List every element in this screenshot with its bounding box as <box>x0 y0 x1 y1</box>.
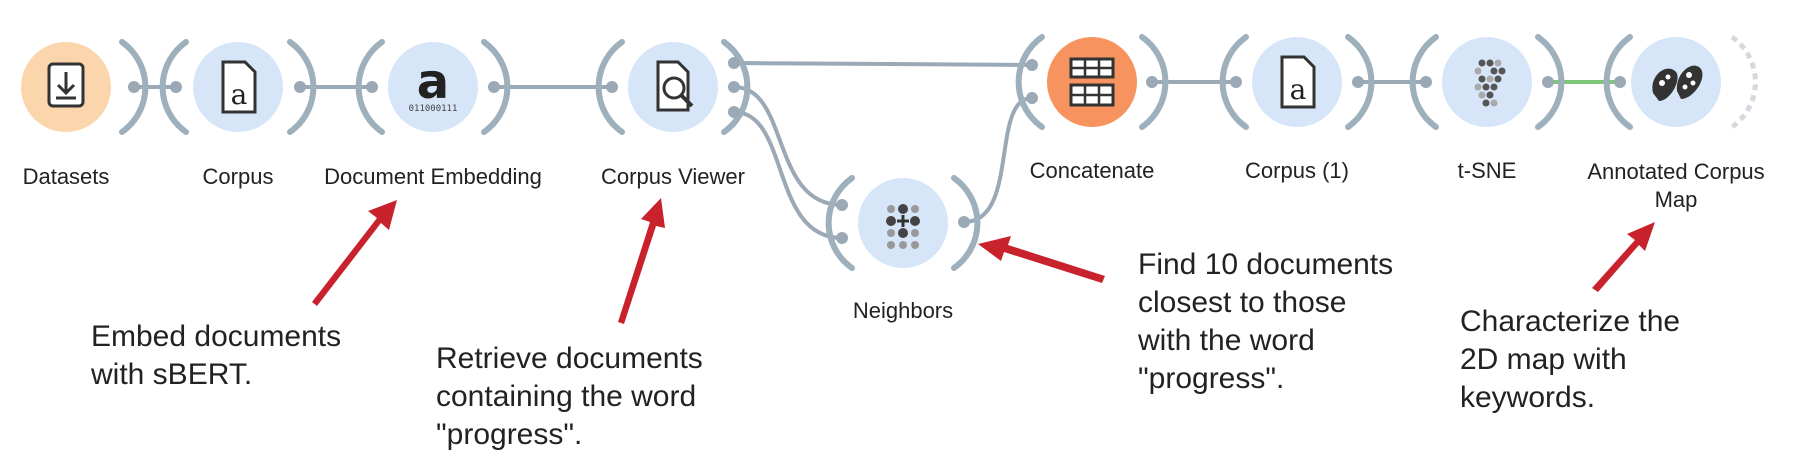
neighbors-widget[interactable] <box>858 178 948 268</box>
arrow-retrieve <box>618 198 665 324</box>
arrow-characterize <box>1592 222 1655 292</box>
node-label-corpus-1: Corpus (1) <box>1245 158 1349 183</box>
node-label-datasets: Datasets <box>22 164 110 189</box>
corpus-viewer-magnifier-icon <box>656 60 694 112</box>
corpus-1-widget[interactable]: a <box>1252 37 1342 127</box>
node-label-corpus-viewer: Corpus Viewer <box>601 164 745 189</box>
channel-dots <box>128 57 1626 244</box>
svg-text:a: a <box>231 78 248 111</box>
datasets-download-icon <box>47 62 85 108</box>
tsne-dots-icon <box>1474 59 1506 107</box>
annotated-map-output-arc <box>1730 34 1758 130</box>
widget-circle <box>388 42 478 132</box>
widget-circle <box>1442 37 1532 127</box>
node-label-concatenate: Concatenate <box>1029 158 1155 183</box>
arrow-embed <box>312 200 397 306</box>
annotation-retrieve: Retrieve documents containing the word "… <box>436 342 703 451</box>
annotation-arrows <box>312 198 1655 324</box>
neighbors-dots-icon <box>886 204 920 249</box>
tsne-widget[interactable] <box>1442 37 1532 127</box>
svg-text:a: a <box>1290 73 1307 106</box>
corpus-document-icon: a <box>221 60 257 114</box>
annotated-map-icon <box>1652 65 1703 101</box>
node-label-corpus: Corpus <box>202 164 274 189</box>
node-label-document-embedding: Document Embedding <box>324 164 542 189</box>
link-viewer-neighbors-1 <box>733 85 843 207</box>
embedding-letter-a-icon: a <box>417 54 449 110</box>
node-label-annotated-corpus-map: Annotated Corpus Map <box>1587 159 1765 212</box>
document-embedding-widget[interactable]: a 011000111 <box>388 42 478 132</box>
link-viewer-neighbors-2 <box>733 110 843 240</box>
embedding-binary-subtext: 011000111 <box>408 104 458 114</box>
link-viewer-concatenate <box>733 61 1033 67</box>
svg-text:a: a <box>417 54 449 110</box>
annotation-find: Find 10 documents closest to those with … <box>1138 248 1394 395</box>
node-label-tsne: t-SNE <box>1457 158 1517 183</box>
node-arcs <box>119 34 1633 271</box>
concatenate-table-icon <box>1069 57 1115 107</box>
widget-circle <box>1047 37 1137 127</box>
corpus-viewer-widget[interactable] <box>628 42 718 132</box>
node-label-neighbors: Neighbors <box>852 298 954 323</box>
link-neighbors-concatenate <box>963 96 1033 224</box>
datasets-widget[interactable] <box>21 42 111 132</box>
annotation-characterize: Characterize the 2D map with keywords. <box>1460 305 1681 414</box>
corpus-widget[interactable]: a <box>193 42 283 132</box>
annotated-corpus-map-widget[interactable] <box>1631 37 1721 127</box>
corpus-document-icon: a <box>1280 55 1316 109</box>
annotation-embed: Embed documents with sBERT. <box>91 320 342 391</box>
arrow-find <box>978 236 1105 283</box>
concatenate-widget[interactable] <box>1047 37 1137 127</box>
